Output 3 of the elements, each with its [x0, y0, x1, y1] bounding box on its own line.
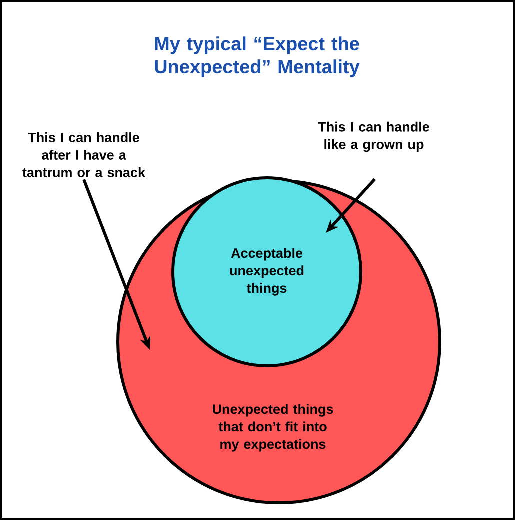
title: My typical “Expect the Unexpected” Mentality [155, 36, 360, 78]
annotation-text: This I can handle like a grown up [318, 122, 430, 152]
annotation-text: This I can handle after I have a tantrum or a snack [22, 132, 146, 178]
